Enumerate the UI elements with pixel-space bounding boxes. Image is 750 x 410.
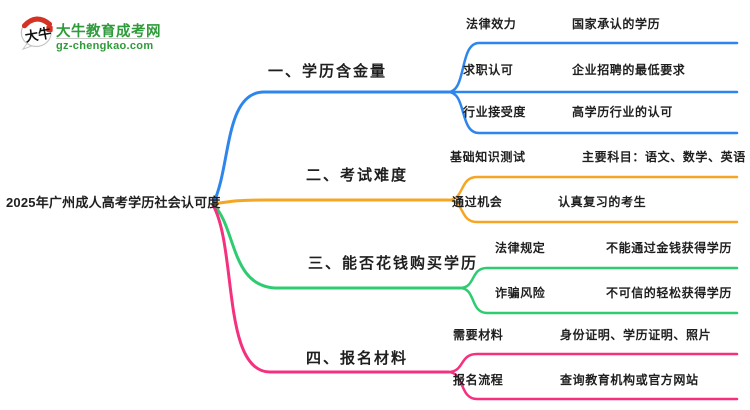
branch-4-child-1-label: 需要材料 [453, 328, 504, 342]
branch-3-main-line [211, 202, 462, 290]
branch-4-label: 四、报名材料 [306, 350, 409, 367]
branch-2-label: 二、考试难度 [306, 167, 409, 184]
site-logo: 大牛 大牛教育成考网 gz-chengkao.com [0, 0, 240, 60]
branch-1-label: 一、学历含金量 [268, 63, 388, 80]
branch-3-child-2-label: 诈骗风险 [495, 286, 546, 300]
branch-3-label: 三、能否花钱购买学历 [308, 255, 479, 272]
site-title: 大牛教育成考网 [56, 24, 161, 40]
branch-1-child-1-value: 国家承认的学历 [572, 17, 661, 31]
branch-1-child-2-label: 求职认可 [463, 63, 514, 77]
branch-4-main-line [211, 203, 450, 374]
logo-text: 大牛 [24, 24, 53, 44]
branch-1-child-3-value: 高学历行业的认可 [572, 105, 673, 119]
branch-2-child-2-value: 认真复习的考生 [558, 195, 647, 209]
branch-3-child-1-label: 法律规定 [495, 241, 546, 255]
logo-bubble-icon: 大牛 [20, 16, 53, 50]
branch-1-child-3-label: 行业接受度 [463, 105, 527, 119]
branch-1-main-line [211, 90, 450, 206]
branch-3-child-1-line [458, 266, 739, 290]
logo-seal-icon [46, 25, 53, 32]
site-domain: gz-chengkao.com [56, 40, 154, 52]
branch-3-child-2-value: 不可信的轻松获得学历 [606, 286, 733, 300]
branch-2-child-1-label: 基础知识测试 [450, 150, 526, 164]
branch-2-child-1-value: 主要科目：语文、数学、英语 [582, 150, 746, 164]
branch-2-main-line [211, 198, 450, 206]
logo-red-arc [21, 16, 53, 29]
branch-3-child-1-value: 不能通过金钱获得学历 [606, 241, 733, 255]
branch-1-child-1-label: 法律效力 [466, 17, 517, 31]
central-topic: 2025年广州成人高考学历社会认可度 [6, 195, 221, 210]
branch-4-child-2-label: 报名流程 [453, 373, 504, 387]
branch-4-child-1-line [446, 352, 739, 374]
branch-4-lines [211, 203, 739, 401]
branch-4-child-1-value: 身份证明、学历证明、照片 [560, 328, 712, 342]
branch-2-child-2-label: 通过机会 [452, 195, 503, 209]
logo-divider [56, 38, 154, 39]
branch-1-child-2-value: 企业招聘的最低要求 [572, 63, 686, 77]
branch-4-child-2-value: 查询教育机构或官方网站 [560, 373, 699, 387]
